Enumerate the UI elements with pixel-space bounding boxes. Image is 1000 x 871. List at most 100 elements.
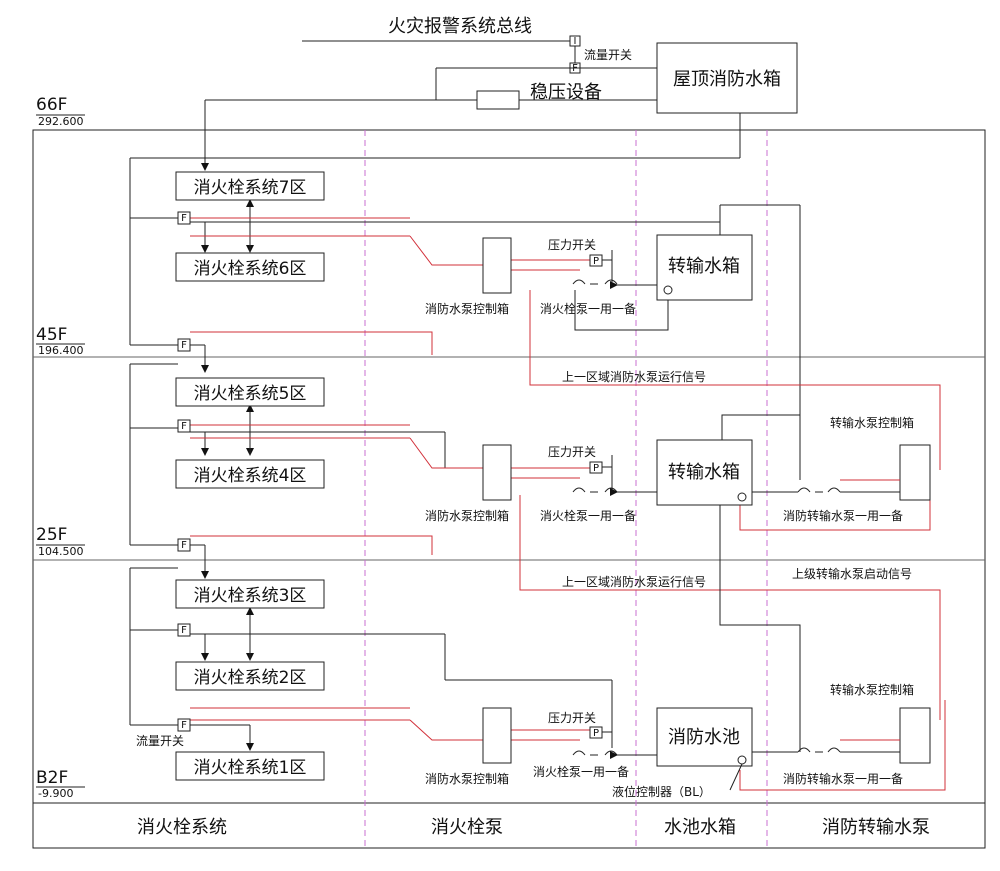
pump-control-label: 消防水泵控制箱 xyxy=(425,508,509,523)
pump-control-box xyxy=(482,707,512,764)
transfer-pump-icon xyxy=(797,747,841,753)
flow-switch-icon: F xyxy=(177,419,191,433)
zone-4-label: 消火栓系统4区 xyxy=(194,466,307,486)
svg-text:P: P xyxy=(593,728,599,739)
svg-text:P: P xyxy=(593,256,599,267)
pump-section-low: 消防水泵控制箱 压力开关 P 消火栓泵一用一备 xyxy=(425,707,657,786)
hydrant-pump-label: 消火栓泵一用一备 xyxy=(540,508,636,523)
hydrant-pump-icon xyxy=(572,487,618,493)
stabilizer-box xyxy=(476,90,520,110)
column-hydrant-pump: 消火栓泵 xyxy=(431,817,503,838)
hydrant-pump-icon xyxy=(572,750,618,756)
run-signal-label-2: 上一区域消防水泵运行信号 xyxy=(562,574,706,589)
column-transfer-pump: 消防转输水泵 xyxy=(822,817,930,838)
transfer-tank-upper-box xyxy=(656,234,753,301)
floor-25f-name: 25F xyxy=(36,525,67,545)
roof-tank-label: 屋顶消防水箱 xyxy=(673,69,781,90)
flow-switch-icon: F xyxy=(177,538,191,552)
level-gauge-icon xyxy=(737,755,747,765)
transfer-control-box xyxy=(899,444,931,501)
transfer-tank-lower-box xyxy=(656,439,753,506)
svg-text:F: F xyxy=(181,540,187,551)
zone-1-label: 消火栓系统1区 xyxy=(194,758,307,778)
start-signal-label: 上级转输水泵启动信号 xyxy=(792,566,912,581)
level-gauge-icon xyxy=(737,492,747,502)
svg-text:F: F xyxy=(181,625,187,636)
svg-text:F: F xyxy=(181,720,187,731)
zone-3-box xyxy=(175,579,325,609)
transfer-control-box xyxy=(899,707,931,764)
floor-b2f-elev: -9.900 xyxy=(38,787,73,800)
floor-b2f-name: B2F xyxy=(36,768,68,788)
flow-switch-icon: F xyxy=(177,211,191,225)
svg-text:P: P xyxy=(593,463,599,474)
hydrant-pump-icon xyxy=(572,279,618,285)
svg-text:F: F xyxy=(181,421,187,432)
left-piping xyxy=(129,158,801,751)
zone-2-label: 消火栓系统2区 xyxy=(194,668,307,688)
pressure-switch-label: 压力开关 xyxy=(548,238,596,252)
tanks: 转输水箱 转输水箱 消防水池 液位控制器（BL） xyxy=(612,222,801,799)
floor-45f-elev: 196.400 xyxy=(38,344,84,357)
column-footer: 消火栓系统 消火栓泵 水池水箱 消防转输水泵 xyxy=(137,817,930,838)
zone-6-box xyxy=(175,252,325,282)
transfer-tank-upper-label: 转输水箱 xyxy=(668,256,740,277)
fire-pool-box xyxy=(656,707,753,767)
zone-7-label: 消火栓系统7区 xyxy=(194,178,307,198)
alarm-bus-label: 火灾报警系统总线 xyxy=(388,16,532,37)
transfer-pump-label: 消防转输水泵一用一备 xyxy=(783,771,903,786)
roof-flow-switch-label: 流量开关 xyxy=(584,48,632,62)
pump-section-high: 消防水泵控制箱 压力开关 P 消火栓泵一用一备 上一区域消防水泵运行信号 xyxy=(425,237,706,384)
zone-3-label: 消火栓系统3区 xyxy=(194,586,307,606)
pump-control-label: 消防水泵控制箱 xyxy=(425,301,509,316)
transfer-pump-label: 消防转输水泵一用一备 xyxy=(783,508,903,523)
transfer-section-mid: 转输水泵控制箱 消防转输水泵一用一备 上级转输水泵启动信号 xyxy=(783,415,931,581)
stabilizer-label: 稳压设备 xyxy=(530,82,602,103)
top-section: 火灾报警系统总线 I F 流量开关 稳压设备 屋顶消防水箱 xyxy=(130,16,798,171)
column-pool-tank: 水池水箱 xyxy=(664,817,736,838)
flow-switch-icon: F xyxy=(177,623,191,637)
floor-45f-name: 45F xyxy=(36,325,67,345)
zone-5-box xyxy=(175,377,325,407)
flow-switch-icon: F xyxy=(177,718,191,732)
hydrant-pump-label: 消火栓泵一用一备 xyxy=(540,301,636,316)
zone-7-box xyxy=(175,171,325,201)
transfer-control-label: 转输水泵控制箱 xyxy=(830,682,914,697)
outer-frame xyxy=(32,129,986,849)
zone-1-box xyxy=(175,751,325,781)
pressure-switch-label: 压力开关 xyxy=(548,445,596,459)
fire-pool-label: 消防水池 xyxy=(668,727,740,748)
hydrant-pump-label: 消火栓泵一用一备 xyxy=(533,764,629,779)
flow-switches: F F F F F F 流量开关 xyxy=(136,211,191,748)
floor-labels: 66F 292.600 45F 196.400 25F 104.500 B2F … xyxy=(36,95,85,800)
pump-control-box xyxy=(482,237,512,294)
roof-tank-box xyxy=(656,42,798,114)
pump-control-label: 消防水泵控制箱 xyxy=(425,771,509,786)
zone-5-label: 消火栓系统5区 xyxy=(194,384,307,404)
svg-text:F: F xyxy=(181,340,187,351)
level-controller-label: 液位控制器（BL） xyxy=(612,784,711,799)
pump-section-mid: 消防水泵控制箱 压力开关 P 消火栓泵一用一备 上一区域消防水泵运行信号 xyxy=(425,444,706,589)
column-hydrant-system: 消火栓系统 xyxy=(137,817,227,838)
alarm-interface-symbol: I xyxy=(574,36,577,47)
bottom-flow-switch-label: 流量开关 xyxy=(136,734,184,748)
pressure-switch-label: 压力开关 xyxy=(548,711,596,725)
floor-25f-elev: 104.500 xyxy=(38,545,84,558)
transfer-control-label: 转输水泵控制箱 xyxy=(830,415,914,430)
level-gauge-icon xyxy=(663,285,673,295)
flow-switch-icon: F xyxy=(177,338,191,352)
floor-66f-name: 66F xyxy=(36,95,67,115)
transfer-tank-lower-label: 转输水箱 xyxy=(668,462,740,483)
zone-6-label: 消火栓系统6区 xyxy=(194,259,307,279)
zone-2-box xyxy=(175,661,325,691)
floor-66f-elev: 292.600 xyxy=(38,115,84,128)
run-signal-label-1: 上一区域消防水泵运行信号 xyxy=(562,369,706,384)
hydrant-zones: 消火栓系统7区 消火栓系统6区 消火栓系统5区 消火栓系统4区 消火栓系统3区 … xyxy=(175,171,325,781)
transfer-pump-icon xyxy=(797,487,841,493)
svg-text:F: F xyxy=(181,213,187,224)
zone-4-box xyxy=(175,459,325,489)
pump-control-box xyxy=(482,444,512,501)
transfer-section-low: 转输水泵控制箱 消防转输水泵一用一备 xyxy=(783,682,931,786)
signal-lines xyxy=(190,217,946,791)
